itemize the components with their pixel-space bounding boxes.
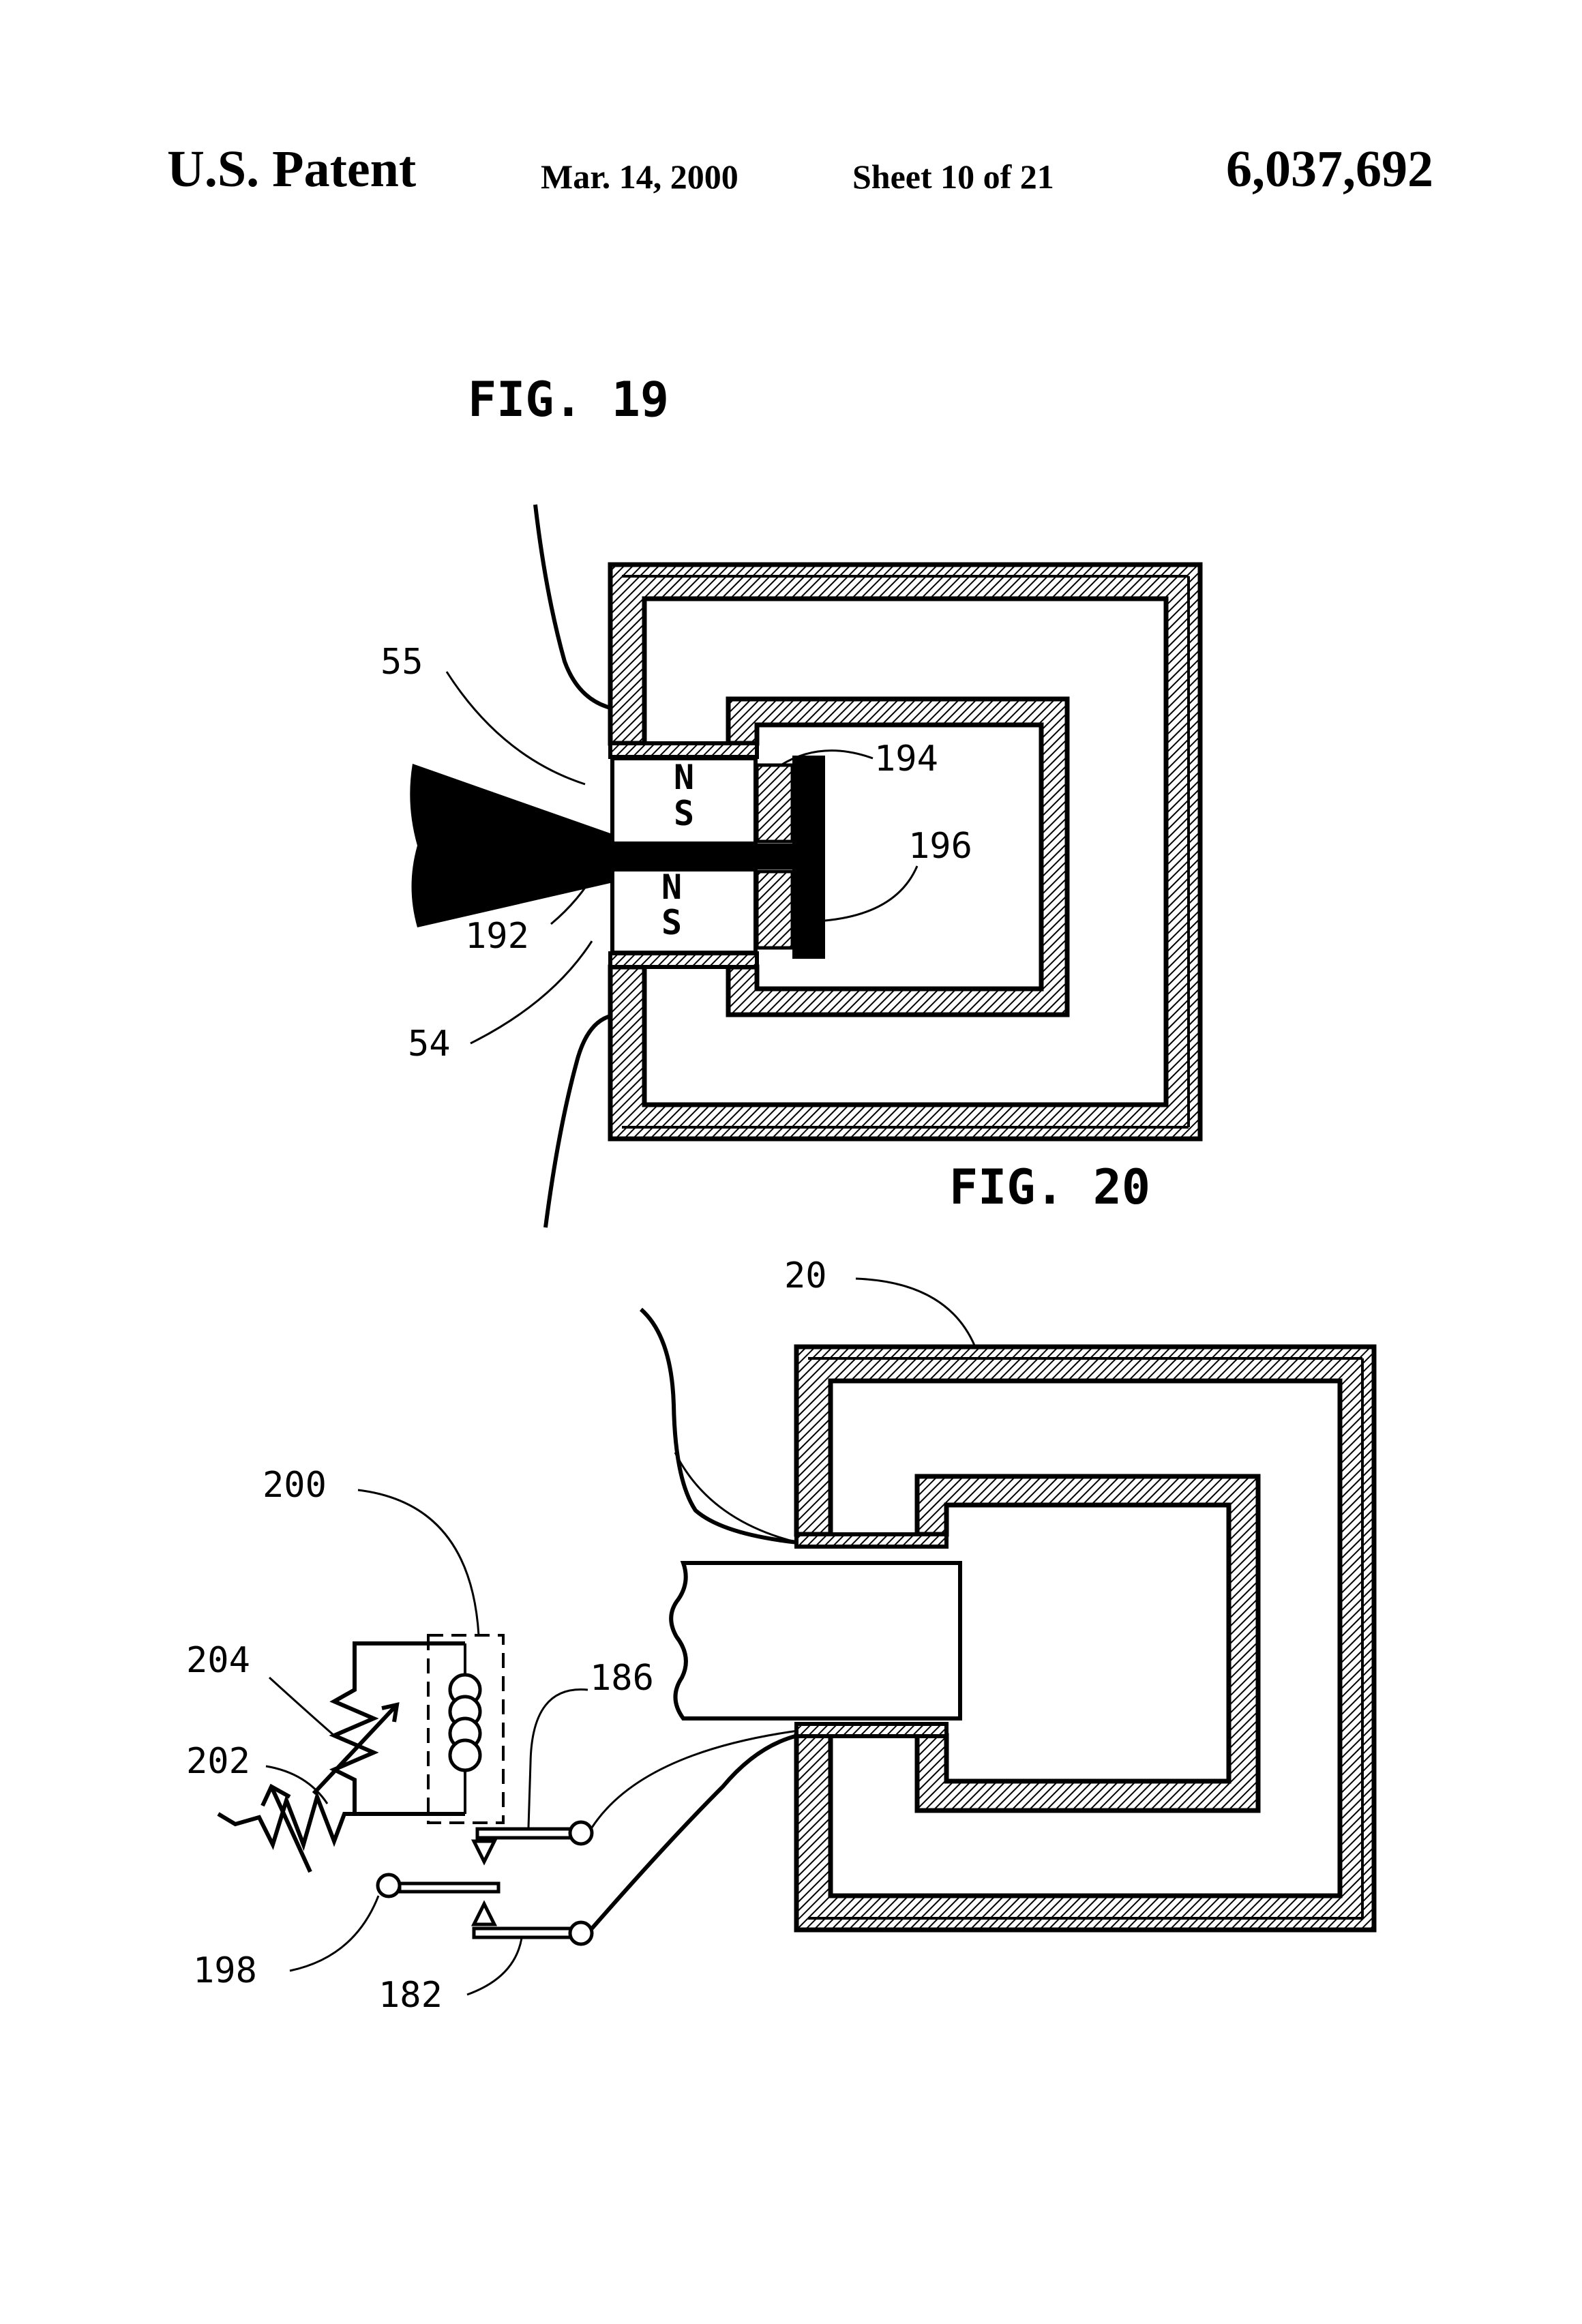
fig19-ref-192: 192 bbox=[465, 916, 529, 957]
fig20-ref-200: 200 bbox=[263, 1465, 327, 1506]
fig19-shaft bbox=[600, 844, 798, 869]
fig20-plunger bbox=[671, 1563, 960, 1718]
fig19-coil-lower bbox=[757, 872, 792, 948]
fig20-ref-204: 204 bbox=[186, 1640, 250, 1681]
fig19-upper-gap-wall bbox=[610, 743, 757, 757]
fig20-ref-182: 182 bbox=[378, 1975, 443, 2016]
fig19-pole-n-upper: N bbox=[674, 758, 694, 797]
fig19-pole-s-lower: S bbox=[661, 903, 682, 942]
fig19-pole-s-upper: S bbox=[674, 794, 694, 833]
fig19-title: FIG. 19 bbox=[468, 372, 669, 428]
fig20-ref-202: 202 bbox=[186, 1741, 250, 1782]
fig20-lower-gap-wall bbox=[796, 1724, 946, 1736]
fig19-plate bbox=[792, 756, 825, 959]
fig19-coil-upper bbox=[757, 765, 792, 841]
fig19-lower-gap-wall bbox=[610, 953, 757, 967]
fig19-cone bbox=[410, 764, 610, 927]
fig19-ref-55: 55 bbox=[380, 642, 423, 683]
fig20-upper-gap-wall bbox=[796, 1534, 946, 1547]
fig19-lead-lower bbox=[546, 1016, 610, 1227]
fig19-ref-54: 54 bbox=[408, 1024, 451, 1064]
fig20-ref-186: 186 bbox=[590, 1658, 654, 1699]
fig20-switch-186 bbox=[474, 1822, 592, 1862]
fig19-ref-196: 196 bbox=[908, 826, 972, 867]
fig20-relay-coil bbox=[450, 1643, 480, 1814]
fig19-ref-194: 194 bbox=[874, 739, 938, 779]
fig20-variable-resistor bbox=[334, 1643, 465, 1814]
fig19-pole-n-lower: N bbox=[661, 867, 682, 907]
fig19-lead-upper bbox=[535, 505, 610, 708]
fig20-ref-198: 198 bbox=[193, 1950, 257, 1991]
fig19-lower-magnet bbox=[612, 869, 756, 953]
fig20-switch-198 bbox=[378, 1875, 498, 1896]
fig20-lead-lower bbox=[592, 1735, 798, 1928]
fig20-switch-182 bbox=[474, 1904, 592, 1944]
fig20-inner-housing bbox=[917, 1476, 1258, 1811]
fig20-title: FIG. 20 bbox=[949, 1159, 1150, 1215]
fig20-ref-20: 20 bbox=[784, 1255, 827, 1296]
